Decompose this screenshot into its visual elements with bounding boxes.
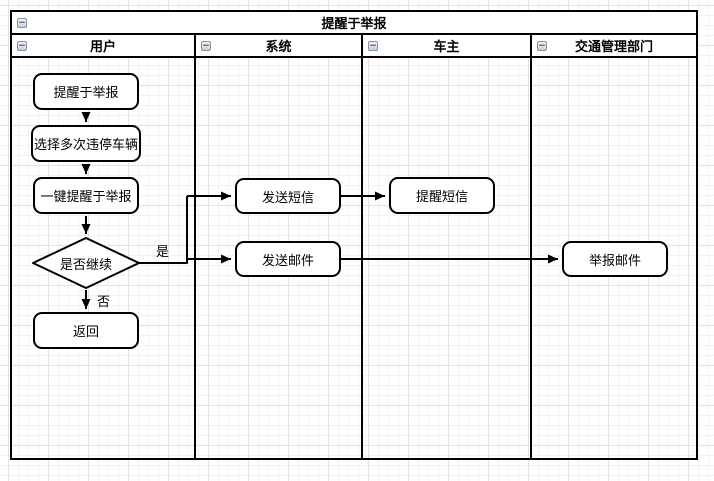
edge-label-yes[interactable]: 是 xyxy=(156,245,170,260)
pool-title-bar[interactable]: − 提醒于举报 xyxy=(10,10,698,35)
node-report-email[interactable]: 举报邮件 xyxy=(562,241,668,277)
collapse-minus-icon[interactable]: − xyxy=(17,41,27,51)
collapse-minus-icon[interactable]: − xyxy=(201,41,211,51)
node-send-email[interactable]: 发送邮件 xyxy=(235,241,341,277)
lane-label-user: 用户 xyxy=(89,40,116,55)
node-send-sms[interactable]: 发送短信 xyxy=(235,178,341,214)
node-remind-sms[interactable]: 提醒短信 xyxy=(389,177,495,214)
node-one-click-remind[interactable]: 一键提醒于举报 xyxy=(33,177,139,214)
lane-header-owner[interactable]: − 车主 xyxy=(361,33,532,58)
decision-diamond-shape[interactable] xyxy=(32,237,140,289)
edge-label-no[interactable]: 否 xyxy=(97,295,111,310)
collapse-minus-icon[interactable]: − xyxy=(17,18,27,28)
collapse-minus-icon[interactable]: − xyxy=(368,41,378,51)
node-return[interactable]: 返回 xyxy=(33,312,139,349)
node-start[interactable]: 提醒于举报 xyxy=(33,73,139,110)
lane-label-system: 系统 xyxy=(265,40,292,55)
collapse-minus-icon[interactable]: − xyxy=(537,41,547,51)
lane-label-owner: 车主 xyxy=(433,40,460,55)
node-select-vehicle[interactable]: 选择多次违停车辆 xyxy=(31,125,141,162)
lane-header-system[interactable]: − 系统 xyxy=(194,33,363,58)
lane-divider xyxy=(361,57,363,460)
lane-divider xyxy=(530,57,532,460)
lane-divider xyxy=(194,57,196,460)
lane-header-traffic-dept[interactable]: − 交通管理部门 xyxy=(530,33,698,58)
lane-label-traffic-dept: 交通管理部门 xyxy=(574,40,653,55)
edge-decision-yes-trunk[interactable] xyxy=(139,196,188,264)
lane-header-user[interactable]: − 用户 xyxy=(10,33,196,58)
pool-title: 提醒于举报 xyxy=(321,17,387,32)
